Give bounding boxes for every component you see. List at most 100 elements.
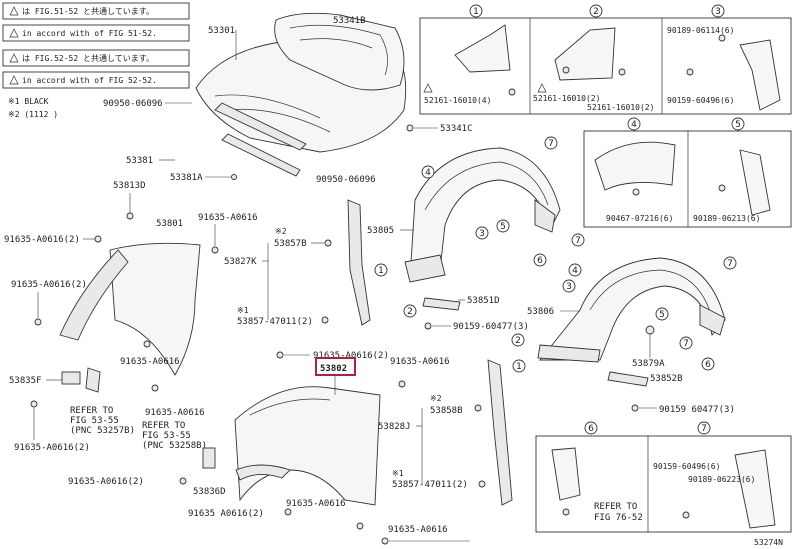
part-53836D[interactable]: 53836D <box>193 487 226 497</box>
detail-5-num[interactable]: 5 <box>735 120 741 130</box>
callout-7b[interactable]: 7 <box>575 236 581 246</box>
part-53806[interactable]: 53806 <box>527 307 554 317</box>
part-53879A[interactable]: 53879A <box>632 359 665 369</box>
detail-5-part[interactable]: 90189-06213(6) <box>693 214 760 223</box>
callout-4[interactable]: 4 <box>425 168 431 178</box>
part-53802[interactable]: 53802 <box>320 364 347 374</box>
refer-2-line-b[interactable]: FIG 53-55 <box>142 431 191 441</box>
part-91635-A0616-2-b3[interactable]: 91635 A0616(2) <box>188 509 264 519</box>
detail-4-part[interactable]: 90467-07216(6) <box>606 214 673 223</box>
bolt-icon <box>126 212 134 220</box>
detail-3-num[interactable]: 3 <box>715 7 721 17</box>
part-90159-60477-b[interactable]: 90159 60477(3) <box>659 405 735 415</box>
clip-icon <box>231 174 237 180</box>
refer-1-line-a[interactable]: REFER TO <box>70 406 113 416</box>
part-53857-47011-b[interactable]: 53857-47011(2) <box>392 480 468 490</box>
part-53827K[interactable]: 53827K <box>224 257 257 267</box>
part-53828J[interactable]: 53828J <box>378 422 411 432</box>
clip-icon <box>478 480 486 488</box>
part-91635-A0616-b5[interactable]: 91635-A0616 <box>388 525 448 535</box>
part-91635-A0616-lower[interactable]: 91635-A0616 <box>120 357 180 367</box>
detail-2-num[interactable]: 2 <box>593 7 599 17</box>
liner-53806-shape <box>539 257 726 361</box>
part-90950-06096-b[interactable]: 90950-06096 <box>316 175 376 185</box>
detail-7-part-b[interactable]: 90189-06223(6) <box>688 475 755 484</box>
liner-rear-group: 53806 53879A 53852B 90159 60477(3) <box>527 257 735 415</box>
notes-panel: は FIG.51-52 と共通しています。 in accord with of … <box>2 2 190 119</box>
part-53381A[interactable]: 53381A <box>170 173 203 183</box>
callout-1[interactable]: 1 <box>378 266 384 276</box>
warning-icon <box>9 6 19 16</box>
detail-7-part-a[interactable]: 90159-60496(6) <box>653 462 720 471</box>
note-line-1: は FIG.51-52 と共通しています。 <box>22 6 154 16</box>
callout-2[interactable]: 2 <box>407 307 413 317</box>
part-53851D[interactable]: 53851D <box>467 296 500 306</box>
detail-3-part-b[interactable]: 90159-60496(6) <box>667 96 734 105</box>
bolt-icon <box>179 477 187 485</box>
part-91635-A0616-2-top2[interactable]: 91635-A0616(2) <box>313 351 389 361</box>
callout-7c[interactable]: 7 <box>727 259 733 269</box>
callout-2b[interactable]: 2 <box>515 336 521 346</box>
part-53813D[interactable]: 53813D <box>113 181 146 191</box>
detail-1-part[interactable]: 52161-16010(4) <box>424 96 491 105</box>
part-91635-A0616-2-bl[interactable]: 91635-A0616(2) <box>14 443 90 453</box>
bolt-icon <box>718 34 726 42</box>
detail-4-num[interactable]: 4 <box>631 120 637 130</box>
part-53835F[interactable]: 53835F <box>9 376 42 386</box>
bolt-icon <box>686 68 694 76</box>
part-53341B[interactable]: 53341B <box>333 16 366 26</box>
part-90159-60477-a[interactable]: 90159-60477(3) <box>453 322 529 332</box>
part-53301[interactable]: 53301 <box>208 26 235 36</box>
detail-2-part-a[interactable]: 52161-16010(2) <box>533 94 600 103</box>
callout-5[interactable]: 5 <box>500 222 506 232</box>
detail-3-part-a[interactable]: 90189-06114(6) <box>667 26 734 35</box>
part-53857B[interactable]: 53857B <box>274 239 307 249</box>
bolt-icon <box>276 351 284 359</box>
part-53858B[interactable]: 53858B <box>430 406 463 416</box>
detail-6-line-b[interactable]: FIG 76-52 <box>594 513 643 523</box>
refer-2-line-a[interactable]: REFER TO <box>142 421 185 431</box>
refer-1-line-c[interactable]: (PNC 53257B) <box>70 426 135 436</box>
part-53805[interactable]: 53805 <box>367 226 394 236</box>
part-53801[interactable]: 53801 <box>156 219 183 229</box>
callout-7d[interactable]: 7 <box>683 339 689 349</box>
part-53857-47011[interactable]: 53857-47011(2) <box>237 317 313 327</box>
part-91635-A0616-2-left[interactable]: 91635-A0616(2) <box>4 235 80 245</box>
liner-front-group: 53805 53851D 90159-60477(3) <box>367 147 561 332</box>
bolt-icon <box>211 246 219 254</box>
callout-6b[interactable]: 6 <box>705 360 711 370</box>
refer-2-line-c[interactable]: (PNC 53258B) <box>142 441 207 451</box>
liner-bracket <box>422 297 461 311</box>
warning-icon <box>423 83 433 93</box>
detail-1-num[interactable]: 1 <box>473 7 479 17</box>
detail-boxes-top: 1 2 3 52161-16010(4) 52161-16010(2) 5216… <box>419 4 792 115</box>
callouts: 4 7 3 5 7 1 6 2 3 4 7 5 7 2 1 6 <box>374 136 737 373</box>
callout-4b[interactable]: 4 <box>572 266 578 276</box>
refer-1-line-b[interactable]: FIG 53-55 <box>70 416 119 426</box>
bolt-icon <box>30 400 38 408</box>
detail-7-num[interactable]: 7 <box>701 424 707 434</box>
callout-5b[interactable]: 5 <box>659 310 665 320</box>
callout-7[interactable]: 7 <box>548 139 554 149</box>
part-53341C[interactable]: 53341C <box>440 124 473 134</box>
callout-3b[interactable]: 3 <box>566 282 572 292</box>
part-91635-A0616-2-b2[interactable]: 91635-A0616(2) <box>68 477 144 487</box>
callout-6[interactable]: 6 <box>537 256 543 266</box>
callout-3[interactable]: 3 <box>479 229 485 239</box>
part-91635-A0616-below[interactable]: 91635-A0616 <box>145 408 205 418</box>
part-91635-A0616-b4[interactable]: 91635-A0616 <box>286 499 346 509</box>
hood-group: 53301 53341B 90950-06096 53341C 53381 53… <box>103 12 473 185</box>
part-90950-06096-a[interactable]: 90950-06096 <box>103 99 163 109</box>
part-53852B[interactable]: 53852B <box>650 374 683 384</box>
clip-icon <box>645 325 655 335</box>
detail-6-num[interactable]: 6 <box>588 424 594 434</box>
part-53381[interactable]: 53381 <box>126 156 153 166</box>
detail-6-line-a[interactable]: REFER TO <box>594 502 637 512</box>
part-91635-A0616-right[interactable]: 91635-A0616 <box>390 357 450 367</box>
callout-1b[interactable]: 1 <box>516 362 522 372</box>
detail-2-part-b[interactable]: 52161-16010(2) <box>587 103 654 112</box>
clip-icon <box>474 404 482 412</box>
part-91635-A0616-top[interactable]: 91635-A0616 <box>198 213 258 223</box>
part-91635-A0616-2-mid[interactable]: 91635-A0616(2) <box>11 280 87 290</box>
clip-icon <box>618 68 626 76</box>
